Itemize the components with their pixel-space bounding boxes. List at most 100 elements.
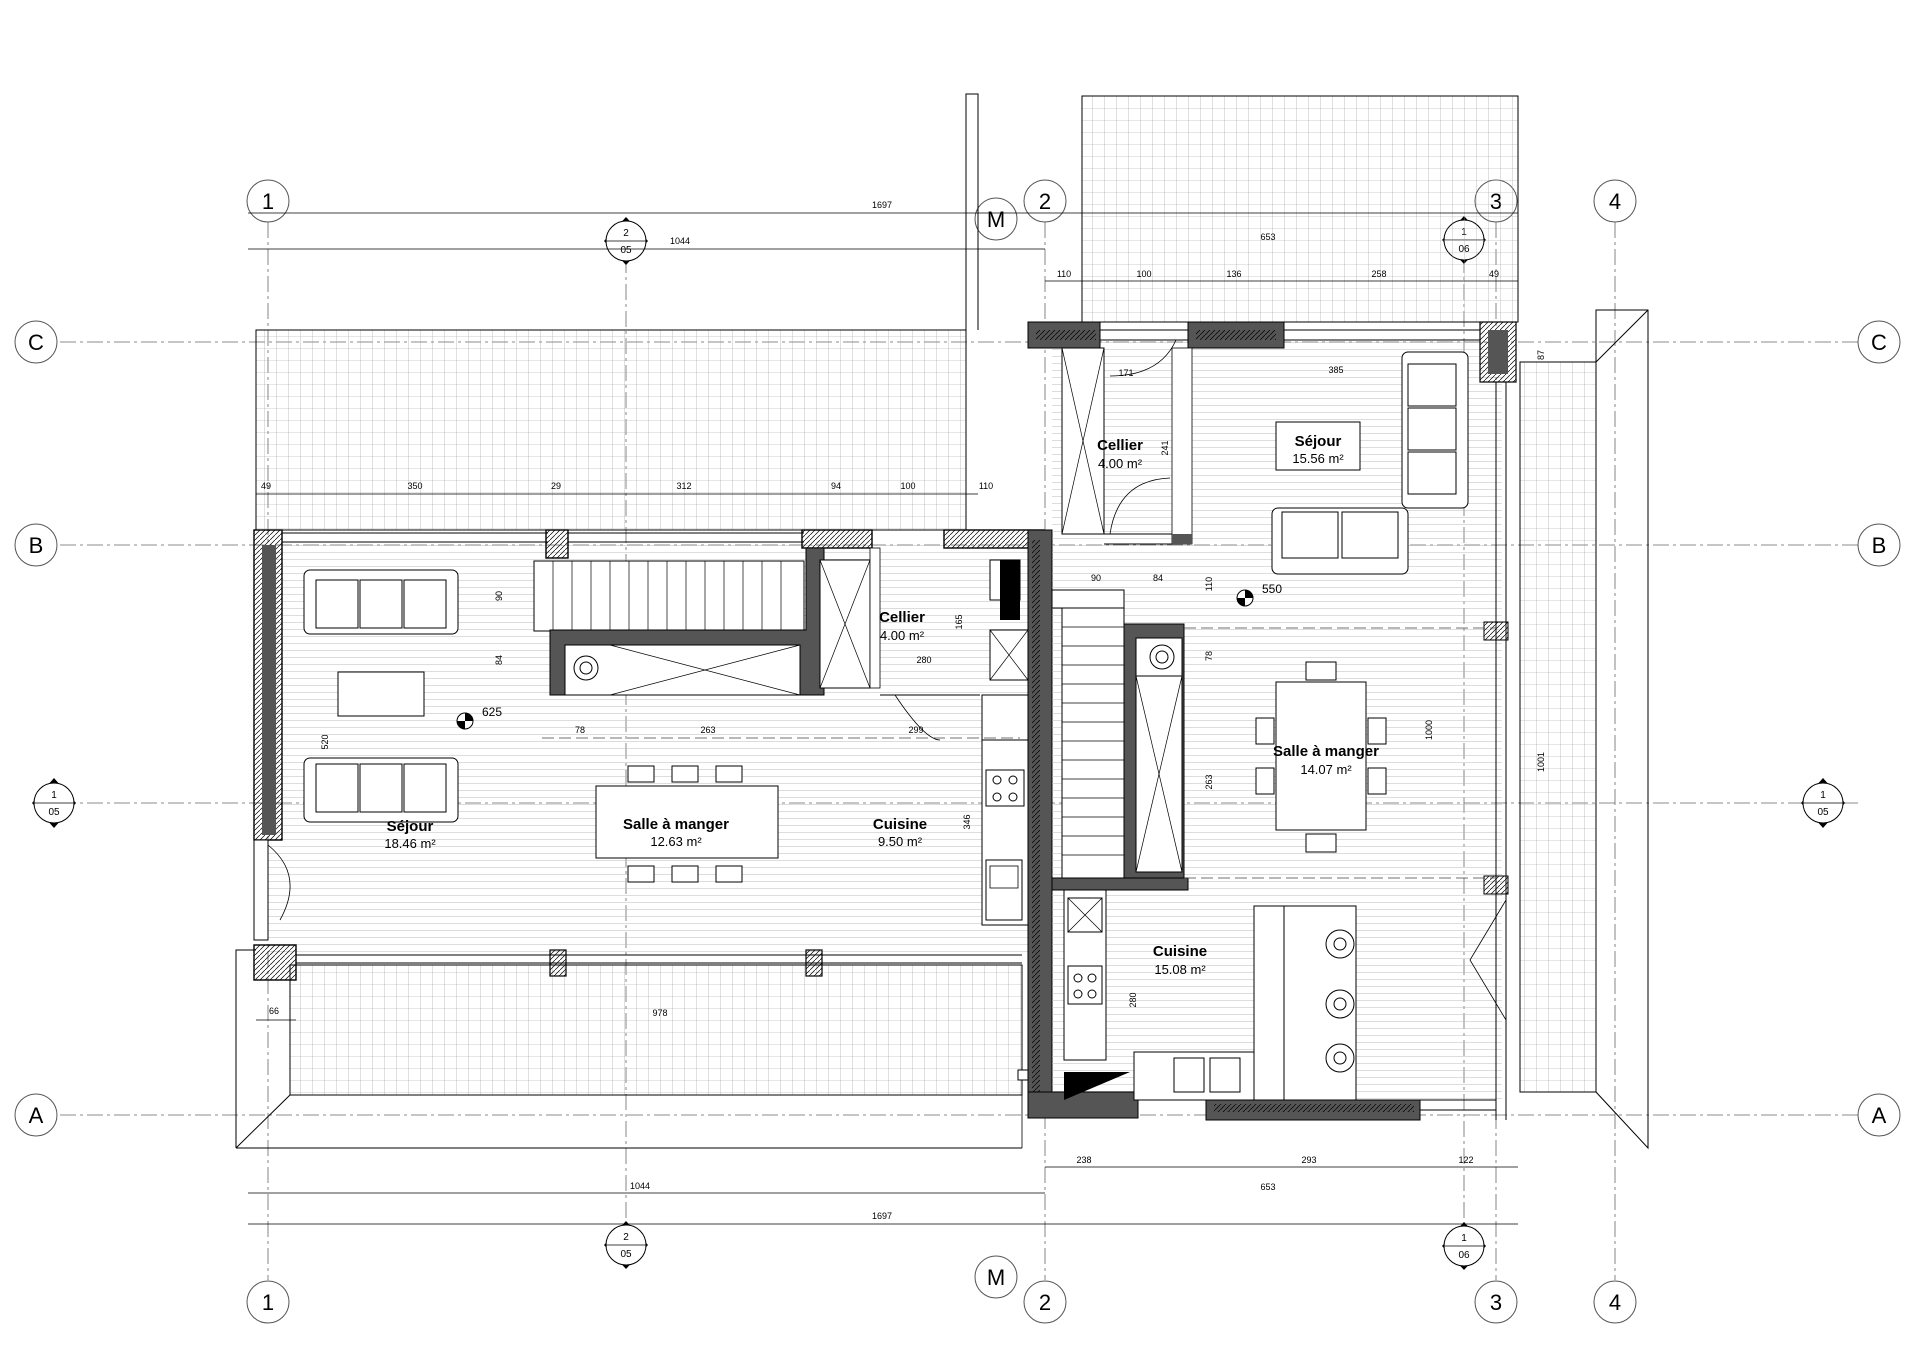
svg-text:C: C	[1871, 330, 1887, 355]
svg-text:4: 4	[1609, 189, 1621, 214]
svg-text:66: 66	[269, 1006, 279, 1016]
terraces	[235, 93, 1649, 1150]
svg-text:625: 625	[482, 705, 502, 719]
svg-text:520: 520	[320, 734, 330, 749]
terrace-top-left	[255, 329, 967, 531]
left-coffee-table	[337, 671, 425, 717]
svg-text:A: A	[1872, 1103, 1887, 1128]
svg-text:87: 87	[1536, 350, 1546, 360]
svg-text:84: 84	[494, 655, 504, 665]
room-salle-left: Salle à manger	[623, 816, 729, 833]
svg-text:3: 3	[1490, 1290, 1502, 1315]
svg-text:312: 312	[676, 481, 691, 491]
svg-text:238: 238	[1076, 1155, 1091, 1165]
svg-text:B: B	[1872, 533, 1887, 558]
svg-text:49: 49	[261, 481, 271, 491]
svg-text:05: 05	[620, 1249, 632, 1260]
svg-text:15.56 m²: 15.56 m²	[1292, 451, 1344, 466]
section-marker-2-top: 2 05	[604, 217, 648, 265]
svg-text:49: 49	[1489, 269, 1499, 279]
svg-text:653: 653	[1260, 1182, 1275, 1192]
svg-text:263: 263	[1204, 774, 1214, 789]
svg-text:110: 110	[979, 481, 993, 491]
svg-text:B: B	[29, 533, 44, 558]
section-marker-1-bottom-right: 1 06	[1442, 1222, 1486, 1270]
level-marker-right: 550	[1236, 582, 1282, 607]
svg-text:2: 2	[623, 1232, 629, 1243]
right-dining-table	[1255, 661, 1387, 853]
svg-text:122: 122	[1458, 1155, 1473, 1165]
svg-text:2: 2	[1039, 189, 1051, 214]
svg-text:165: 165	[954, 614, 964, 629]
grid-bubble-1-top: 1	[246, 179, 290, 223]
grid-bubble-4-top: 4	[1593, 179, 1637, 223]
grid-bubble-2-top: 2	[1023, 179, 1067, 223]
svg-text:110: 110	[1204, 577, 1214, 591]
svg-text:2: 2	[623, 228, 629, 239]
svg-text:1001: 1001	[1536, 752, 1546, 772]
grid-bubble-3-bottom: 3	[1474, 1280, 1518, 1324]
terrace-right-strip	[1519, 361, 1597, 1093]
room-sejour-left: Séjour	[387, 818, 434, 835]
svg-text:299: 299	[908, 725, 923, 735]
left-unit: 625	[253, 529, 1053, 1109]
grid-bubbles: 1 2 3 4 M 1 2 3	[14, 179, 1901, 1324]
grid-bubble-a-right: A	[1857, 1093, 1901, 1137]
grid-bubble-m-bottom: M	[974, 1255, 1018, 1299]
svg-text:4.00 m²: 4.00 m²	[880, 628, 925, 643]
left-stair	[533, 560, 805, 632]
svg-text:1: 1	[262, 1290, 274, 1315]
svg-text:05: 05	[1817, 807, 1829, 818]
left-dining-table	[595, 765, 779, 883]
svg-text:346: 346	[962, 814, 972, 829]
svg-text:C: C	[28, 330, 44, 355]
grid-bubble-b-right: B	[1857, 523, 1901, 567]
svg-text:78: 78	[575, 725, 585, 735]
svg-text:M: M	[987, 207, 1005, 232]
svg-text:280: 280	[1128, 992, 1138, 1007]
right-stair	[1061, 607, 1125, 879]
right-stools	[1325, 929, 1355, 1073]
svg-text:171: 171	[1118, 368, 1133, 378]
room-sejour-right: Séjour	[1295, 433, 1342, 450]
left-sofa-top	[303, 569, 459, 635]
section-markers: 2 05 2 05 1 06 1 06 1	[32, 216, 1845, 1270]
grid-bubble-c-left: C	[14, 320, 58, 364]
svg-text:05: 05	[48, 807, 60, 818]
room-salle-right: Salle à manger	[1273, 743, 1379, 760]
right-unit: 550	[542, 321, 1517, 1121]
grid-bubble-m-top: M	[974, 197, 1018, 241]
svg-text:14.07 m²: 14.07 m²	[1300, 762, 1352, 777]
svg-text:653: 653	[1260, 232, 1275, 242]
dimension-texts: 1697 1044 653 110 100 136 258 49 49 350 …	[261, 200, 1546, 1221]
svg-text:100: 100	[1136, 269, 1151, 279]
svg-text:263: 263	[700, 725, 715, 735]
grid-bubble-b-left: B	[14, 523, 58, 567]
terrace-bottom-left	[289, 964, 1023, 1096]
grid-bubble-4-bottom: 4	[1593, 1280, 1637, 1324]
svg-text:94: 94	[831, 481, 841, 491]
svg-text:1: 1	[1461, 1233, 1467, 1244]
right-sofa-horizontal	[1271, 507, 1409, 575]
room-labels: Séjour 18.46 m² Salle à manger 12.63 m² …	[384, 421, 1379, 977]
svg-text:4: 4	[1609, 1290, 1621, 1315]
svg-text:1044: 1044	[630, 1181, 650, 1191]
svg-text:110: 110	[1057, 269, 1071, 279]
left-wall-southwest	[253, 944, 297, 981]
svg-text:100: 100	[900, 481, 915, 491]
svg-text:1: 1	[51, 790, 57, 801]
svg-text:90: 90	[1091, 573, 1101, 583]
svg-text:1: 1	[262, 189, 274, 214]
level-marker-left: 625	[456, 705, 502, 730]
svg-text:18.46 m²: 18.46 m²	[384, 836, 436, 851]
svg-text:15.08 m²: 15.08 m²	[1154, 962, 1206, 977]
svg-text:1697: 1697	[872, 1211, 892, 1221]
right-sofa-vertical	[1401, 351, 1469, 509]
svg-text:385: 385	[1328, 365, 1343, 375]
svg-text:241: 241	[1160, 440, 1170, 455]
svg-text:M: M	[987, 1265, 1005, 1290]
room-cellier-left: Cellier	[879, 609, 925, 626]
svg-text:1697: 1697	[872, 200, 892, 210]
svg-text:136: 136	[1226, 269, 1241, 279]
svg-text:1000: 1000	[1424, 720, 1434, 740]
